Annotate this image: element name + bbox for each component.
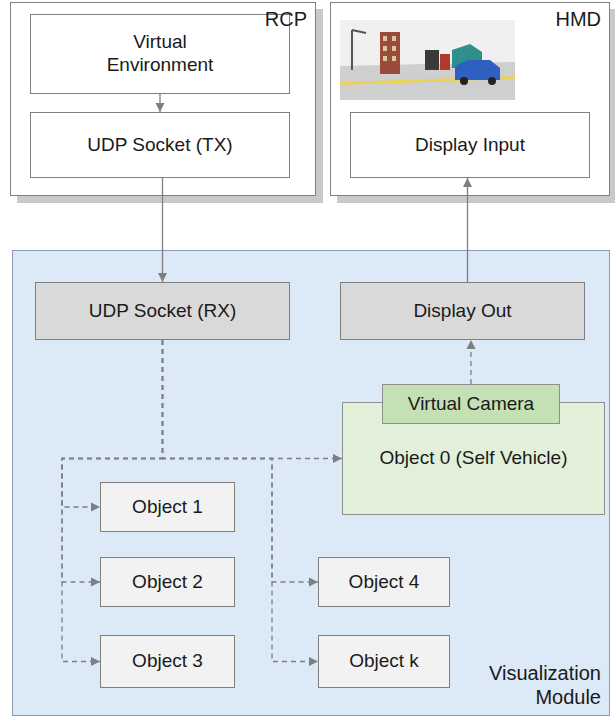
system-panel: Display Input HMD [330, 2, 610, 196]
process-box: Virtual Environment [30, 14, 290, 94]
object-box: Virtual CameraObject 0 (Self Vehicle) [342, 402, 605, 515]
box-label: Display Input [415, 134, 525, 157]
box-label: Object 3 [132, 650, 203, 673]
box-label: Object 0 (Self Vehicle) [380, 447, 568, 470]
object-box: Object k [318, 635, 450, 688]
box-label: Virtual Camera [408, 393, 534, 416]
object-box: Object 3 [100, 635, 235, 688]
connector-arrow [159, 94, 160, 112]
socket-box: UDP Socket (RX) [35, 282, 290, 340]
box-label: UDP Socket (RX) [89, 300, 236, 323]
box-label: Object 1 [132, 496, 203, 519]
panel-heading: HMD [555, 7, 601, 31]
box-label: Object k [349, 650, 419, 673]
output-box: Display Out [340, 282, 585, 340]
box-label: Display Out [413, 300, 511, 323]
box-label: Object 4 [349, 571, 420, 594]
process-box: Display Input [350, 112, 590, 178]
socket-box: UDP Socket (TX) [30, 112, 290, 178]
system-panel: Virtual EnvironmentUDP Socket (TX) RCP [10, 2, 316, 196]
panel-heading: RCP [265, 7, 307, 31]
box-label: Virtual Environment [95, 31, 225, 77]
object-box: Object 2 [100, 557, 235, 607]
box-label: UDP Socket (TX) [87, 134, 232, 157]
object-box: Object 1 [100, 482, 235, 532]
module-panel: UDP Socket (RX) Display OutVirtual Camera… [12, 250, 610, 716]
panel-heading: Visualization Module [461, 661, 601, 709]
camera-tab: Virtual Camera [382, 384, 560, 424]
object-box: Object 4 [318, 557, 450, 607]
box-label: Object 2 [132, 571, 203, 594]
